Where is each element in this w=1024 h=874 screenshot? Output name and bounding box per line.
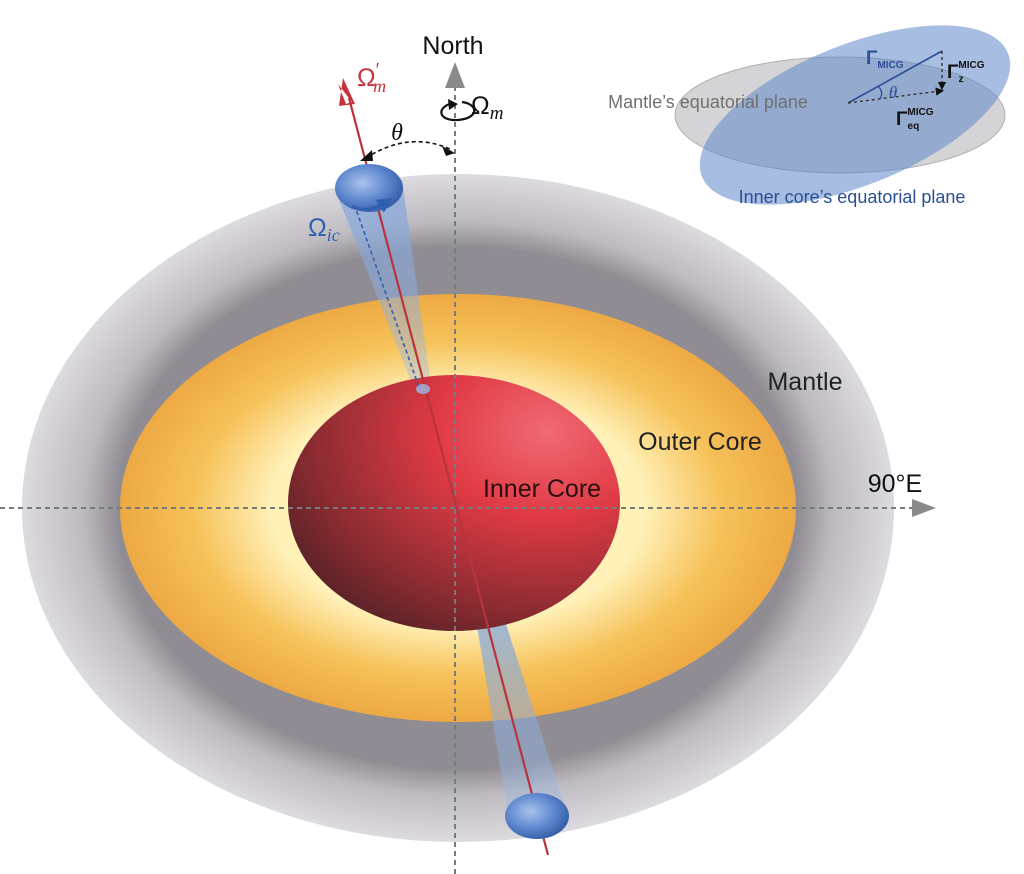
east-arrowhead-icon xyxy=(912,499,936,517)
inset-theta-arc xyxy=(877,85,883,100)
upper-precession-cap xyxy=(335,164,403,212)
mantle-label: Mantle xyxy=(767,368,842,396)
inner-core-axis-line xyxy=(347,97,550,856)
omega-ic-rotation-arrow-icon xyxy=(351,197,393,213)
omega-m-prime-label: Ω′m xyxy=(357,60,386,96)
lower-precession-cap xyxy=(505,793,569,839)
inset-theta-label: θ xyxy=(889,83,897,102)
omega-m-rotation-arrowhead-icon xyxy=(448,99,458,110)
omega-m-label: Ωm xyxy=(471,92,503,124)
theta-arc-right-arrow-icon xyxy=(442,146,455,156)
omega-m-prime-arrowhead-icon xyxy=(338,78,355,106)
omega-m-rotation-icon xyxy=(440,100,476,122)
theta-arc-left-arrow-icon xyxy=(360,150,373,161)
mantle-plane-label: Mantle’s equatorial plane xyxy=(608,92,808,112)
inner-core-equatorial-plane xyxy=(699,25,1011,205)
inner-core-label: Inner Core xyxy=(483,475,601,503)
north-arrowhead-icon xyxy=(445,62,465,88)
east-label: 90°E xyxy=(868,470,922,498)
inner-core-plane-label: Inner core’s equatorial plane xyxy=(739,187,966,207)
theta-angle-arc xyxy=(365,140,453,159)
north-label: North xyxy=(422,32,483,60)
theta-label: θ xyxy=(391,120,403,146)
cap-dashed-line xyxy=(351,197,421,391)
outer-core-label: Outer Core xyxy=(638,428,762,456)
omega-ic-label: Ωic xyxy=(308,214,340,245)
gamma-vector-line xyxy=(847,50,943,104)
inset-gamma-label: ΓMICG xyxy=(866,48,904,71)
axis-core-intersection xyxy=(416,384,430,394)
